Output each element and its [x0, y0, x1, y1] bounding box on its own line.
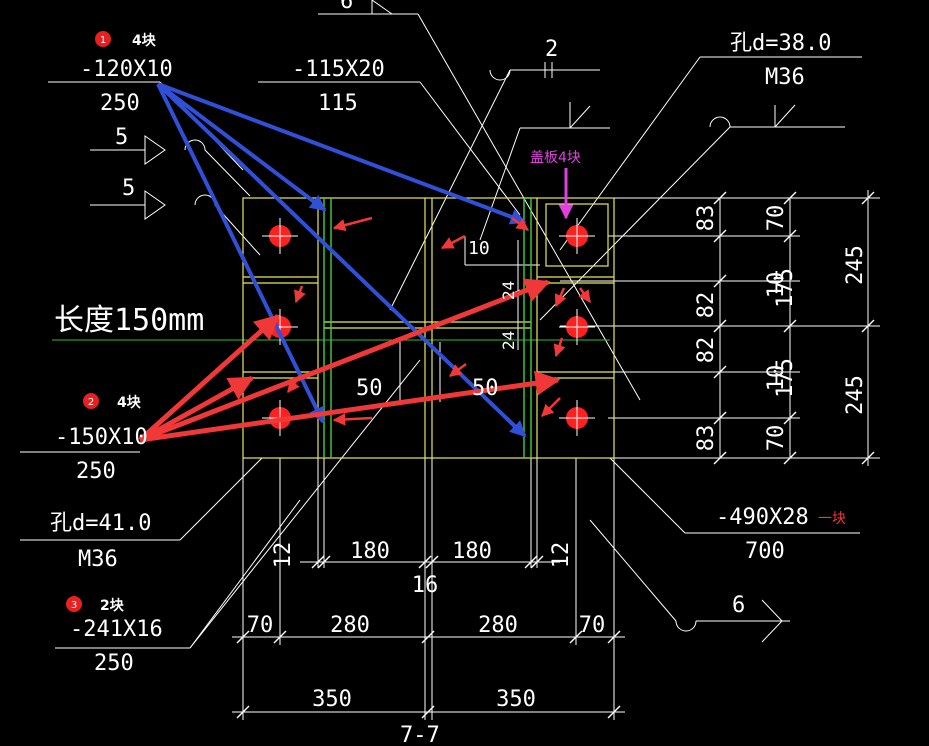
- small-red-arrows: [287, 216, 592, 426]
- callout-badge-1: 1 4块: [95, 31, 157, 49]
- dim-bottom-row2: 280: [330, 613, 370, 638]
- dim-bottom-row2: 70: [247, 613, 274, 638]
- callout-1-count: 4块: [132, 33, 157, 49]
- cover-plate-label: 盖板4块: [530, 150, 581, 166]
- callout-3-number: 3: [71, 600, 77, 611]
- dim-right-col1: 83: [694, 425, 719, 452]
- dim-bottom-row2: 280: [478, 613, 518, 638]
- bolt-hole: [559, 309, 595, 345]
- dim-right-col2: 10: [764, 365, 789, 392]
- bolt-hole: [559, 400, 595, 436]
- callout-2-arrows: [138, 278, 561, 443]
- callout-2-length: 250: [76, 459, 116, 484]
- dim-right-col4: 245: [843, 375, 868, 415]
- dim-bottom-row1: 180: [452, 539, 492, 564]
- weld-two-label: 2: [545, 37, 558, 62]
- dim-right-col1: 83: [694, 205, 719, 232]
- dim-right-col1: 82: [694, 337, 719, 364]
- callout-3-size: -241X16: [70, 617, 163, 642]
- right-dimension-lines: [560, 190, 880, 466]
- callout-2-count: 4块: [117, 395, 142, 411]
- base-plate-length: 700: [745, 539, 785, 564]
- dim-right-col3: 175: [773, 268, 798, 308]
- dim-bottom-row3: 350: [496, 687, 536, 712]
- dim-right-col1: 82: [694, 292, 719, 319]
- bolt-bottom-label: M36: [78, 547, 118, 572]
- dim-bottom-row3: 350: [312, 687, 352, 712]
- callout-3-length: 250: [94, 651, 134, 676]
- callout-2-number: 2: [88, 397, 94, 408]
- length-note: 长度150mm: [54, 303, 204, 338]
- dim-bottom-row1: 180: [350, 539, 390, 564]
- callout-1-arrows: [156, 82, 527, 438]
- hole-bottom-label: 孔d=41.0: [50, 511, 151, 536]
- callout-2-size: -150X10: [55, 425, 148, 450]
- bottom-dimension-lines: [232, 458, 625, 720]
- bolt-top-label: M36: [765, 65, 805, 90]
- bolt-hole: [559, 218, 595, 254]
- dim-right-col4: 245: [843, 245, 868, 285]
- center-24-top: 24: [499, 281, 518, 300]
- dim-right-col2: 70: [764, 205, 789, 232]
- base-plate-count: 一块: [818, 511, 846, 527]
- web-plate-size: -115X20: [292, 57, 385, 82]
- top-six-label: 6: [340, 0, 353, 14]
- web-plate-length: 115: [318, 91, 358, 116]
- callout-1-number: 1: [100, 35, 106, 46]
- base-plate-size: -490X28: [716, 505, 809, 530]
- dim-bottom-row1: 12: [549, 542, 574, 569]
- hole-top-label: 孔d=38.0: [730, 31, 831, 56]
- dim-bottom-row2: 70: [579, 613, 606, 638]
- dim-right-col2: 70: [764, 425, 789, 452]
- dim-bottom-row1: 12: [271, 542, 296, 569]
- dim-right-col3: 175: [773, 358, 798, 398]
- gap-ten-label: 10: [468, 238, 490, 259]
- callout-3-count: 2块: [100, 598, 125, 614]
- bolt-hole: [262, 218, 298, 254]
- callout-1-size: -120X10: [80, 57, 173, 82]
- center-50-right: 50: [472, 376, 499, 401]
- weld-six-label: 6: [732, 593, 745, 618]
- callout-badge-2: 2 4块: [83, 393, 142, 411]
- section-mark: 7-7: [400, 723, 440, 746]
- bolt-holes: [262, 218, 595, 436]
- callout-badge-3: 3 2块: [66, 596, 125, 614]
- center-24-bottom: 24: [499, 331, 518, 350]
- dim-right-col2: 10: [764, 272, 789, 299]
- dim-bottom-row1-sub: 16: [412, 573, 439, 598]
- weld-five-b-label: 5: [122, 176, 135, 201]
- callout-1-length: 250: [100, 91, 140, 116]
- weld-five-a-label: 5: [115, 125, 128, 150]
- center-50-left: 50: [356, 376, 383, 401]
